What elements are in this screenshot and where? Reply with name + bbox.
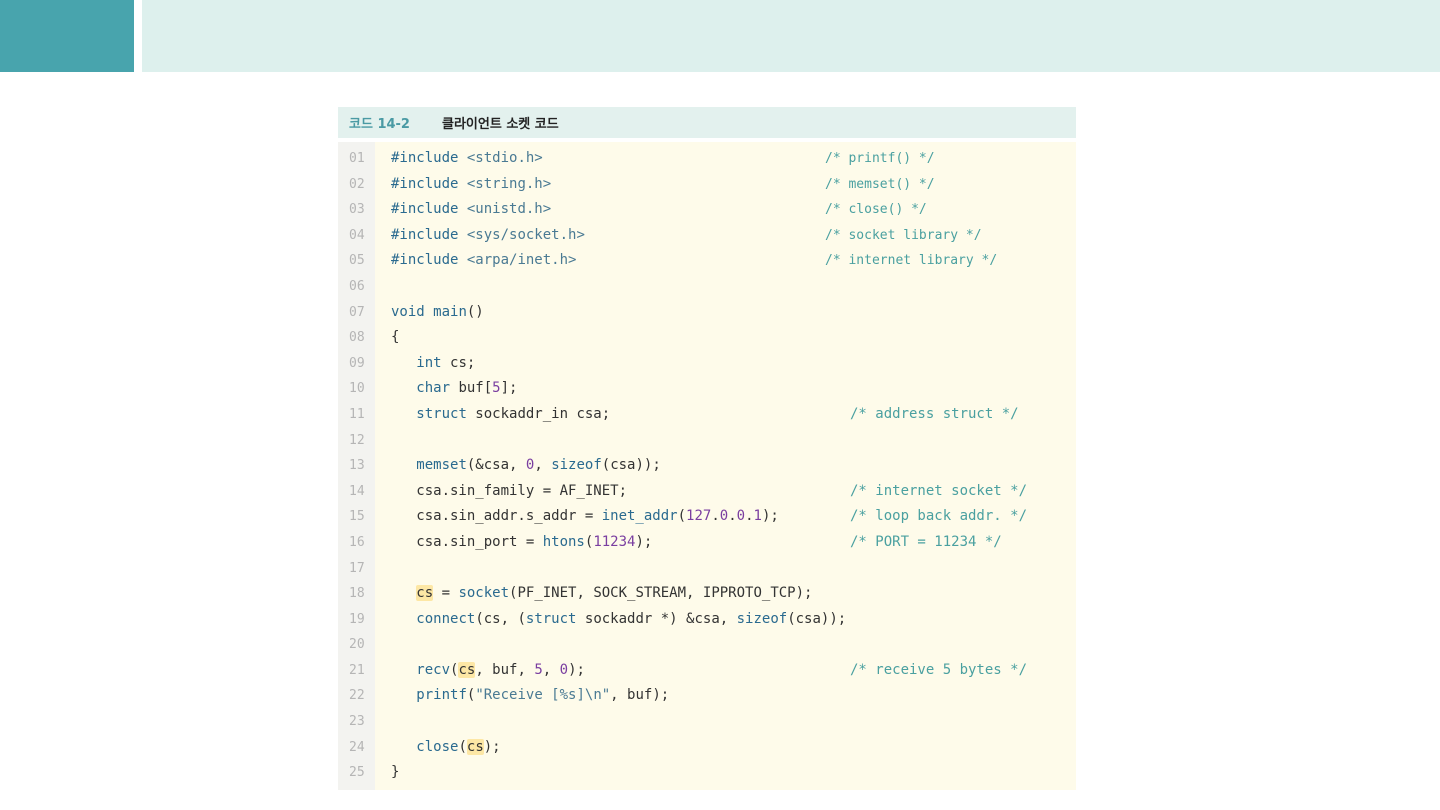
line-number-gutter: 01 02 03 04 05 06 07 08 09 10 11 12 13 14 15 16 17 18 19 20… <box>338 142 375 790</box>
code-line: close(cs); <box>416 738 501 755</box>
line-number: 02 <box>349 176 365 192</box>
code-line: #include <sys/socket.h>/* socket library… <box>375 223 1076 249</box>
code-lines: #include <stdio.h>/* printf() */#include… <box>375 142 1076 790</box>
code-line: #include <unistd.h>/* close() */ <box>375 197 1076 223</box>
line-number: 13 <box>349 458 365 474</box>
line-number: 03 <box>349 202 365 218</box>
line-number: 11 <box>349 406 365 422</box>
line-number: 25 <box>349 765 365 781</box>
line-number: 01 <box>349 151 365 166</box>
code-line <box>375 556 1076 582</box>
line-number: 04 <box>349 227 365 243</box>
code-comment: /* close() */ <box>825 202 927 218</box>
line-number: 23 <box>349 714 365 730</box>
code-line: csa.sin_family = AF_INET;/* internet soc… <box>375 479 1076 505</box>
line-number: 10 <box>349 381 365 397</box>
code-comment: /* address struct */ <box>850 405 1019 422</box>
code-comment: /* loop back addr. */ <box>850 508 1028 525</box>
line-number: 21 <box>349 662 365 678</box>
code-line: cs = socket(PF_INET, SOCK_STREAM, IPPROT… <box>416 585 813 602</box>
code-line <box>375 428 1076 454</box>
code-line <box>375 274 1076 300</box>
code-listing-number: 코드 14-2 <box>349 117 410 132</box>
line-number: 22 <box>349 688 365 704</box>
code-line: } <box>391 764 400 781</box>
line-number: 16 <box>349 534 365 550</box>
header-band <box>142 0 1440 72</box>
line-number: 06 <box>349 278 365 294</box>
code-listing: 코드 14-2 클라이언트 소켓 코드 01 02 03 04 05 06 07 08 09 10… <box>338 107 1076 790</box>
line-number: 17 <box>349 560 365 576</box>
header-accent-block <box>0 0 134 72</box>
code-comment: /* internet library */ <box>825 253 998 269</box>
code-line: #include <stdio.h>/* printf() */ <box>375 146 1076 172</box>
line-number: 14 <box>349 483 365 499</box>
line-number: 24 <box>349 739 365 755</box>
code-line: csa.sin_addr.s_addr = inet_addr(127.0.0.… <box>375 504 1076 530</box>
code-comment: /* internet socket */ <box>850 482 1028 499</box>
line-number: 05 <box>349 253 365 269</box>
code-comment: /* memset() */ <box>825 176 935 192</box>
code-line: struct sockaddr_in csa;/* address struct… <box>375 402 1076 428</box>
code-listing-header: 코드 14-2 클라이언트 소켓 코드 <box>338 107 1076 138</box>
line-number: 20 <box>349 637 365 653</box>
line-number: 09 <box>349 355 365 371</box>
code-line: recv(cs, buf, 5, 0);/* receive 5 bytes *… <box>375 658 1076 684</box>
line-number: 07 <box>349 304 365 320</box>
line-number: 15 <box>349 509 365 525</box>
code-listing-title: 클라이언트 소켓 코드 <box>425 107 1076 138</box>
code-line: csa.sin_port = htons(11234);/* PORT = 11… <box>375 530 1076 556</box>
code-comment: /* PORT = 11234 */ <box>850 533 1002 550</box>
code-line: #include <arpa/inet.h>/* internet librar… <box>375 248 1076 274</box>
line-number: 08 <box>349 330 365 346</box>
line-number: 19 <box>349 611 365 627</box>
code-line: void main() <box>391 303 484 320</box>
code-comment: /* printf() */ <box>825 151 935 166</box>
code-comment: /* receive 5 bytes */ <box>850 661 1028 678</box>
code-line: char buf[5]; <box>416 380 518 397</box>
code-line: memset(&csa, 0, sizeof(csa)); <box>416 457 661 474</box>
code-line: printf("Receive [%s]\n", buf); <box>416 687 670 704</box>
code-line: { <box>391 329 400 346</box>
code-line: connect(cs, (struct sockaddr *) &csa, si… <box>416 610 847 627</box>
code-body: 01 02 03 04 05 06 07 08 09 10 11 12 13 14 15 16 17 18 19 20… <box>338 142 1076 790</box>
code-line <box>375 632 1076 658</box>
code-line: #include <string.h>/* memset() */ <box>375 172 1076 198</box>
line-number: 18 <box>349 586 365 602</box>
code-comment: /* socket library */ <box>825 227 982 243</box>
code-line: int cs; <box>416 354 476 371</box>
code-line <box>375 709 1076 735</box>
line-number: 12 <box>349 432 365 448</box>
